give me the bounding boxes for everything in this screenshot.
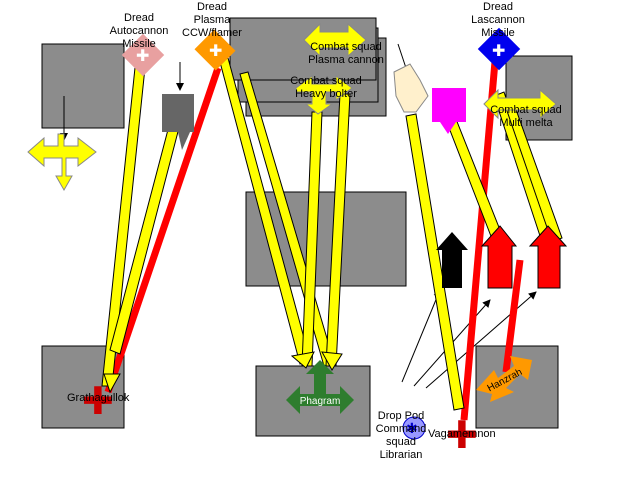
dread-grey-pointer [178, 132, 190, 150]
magenta-unit-pointer [440, 122, 456, 134]
yellow-fire-lines [101, 57, 563, 411]
grathagullok-icon: ✚ [82, 379, 114, 423]
yellow-unit-top-left [27, 133, 97, 192]
tank-red-arrow-2 [528, 225, 568, 289]
vagamemnon-icon: ✚ [446, 413, 478, 457]
yellow-unit-plasma-cannon [303, 22, 367, 58]
yellow-fire-magenta-to-tank [445, 113, 505, 245]
move-line-bottom-right-3 [425, 291, 537, 389]
hanzrah-unit-icon [476, 356, 532, 402]
label-phagram: Phagram [299, 396, 341, 407]
label-vagamemnon: Vagamemnon [428, 428, 496, 440]
marine-pointer-marker [393, 63, 429, 113]
yellow-arrowhead-phagram-1 [290, 351, 315, 369]
yellow-fire-plasma-cannon-to-phagram [325, 93, 351, 367]
move-line-bottom-right-1 [401, 289, 442, 383]
yellow-arrowhead-grathagullok [103, 373, 121, 394]
drop-pod-icon [402, 416, 426, 440]
yellow-unit-heavy-bolter [295, 75, 353, 115]
label-dread-plasma: Dread Plasma CCW/flamer [182, 1, 242, 39]
label-combat-squad-melta: Combat squad Multi melta [490, 104, 562, 129]
label-combat-squad-bolter: Combat squad Heavy bolter [290, 75, 362, 100]
red-fire-plasma-to-grathagullok [104, 66, 222, 394]
label-drop-pod: Drop Pod Command squad Librarian [375, 410, 427, 461]
tank-red-arrow-1 [480, 225, 518, 289]
dread-cross-plasma: ✚ [209, 41, 222, 60]
label-combat-squad-plasma: Combat squad Plasma cannon [308, 41, 384, 66]
tank-black-arrow [436, 232, 468, 288]
yellow-arrowhead-phagram-2 [321, 351, 343, 371]
dread-grey-marker [162, 94, 194, 132]
red-fire-lascannon-to-vagamemnon [460, 49, 500, 421]
dread-lascannon-marker [477, 27, 521, 71]
magenta-unit-marker [432, 88, 466, 122]
red-fire-hanzrah-to-tank [502, 259, 524, 373]
dread-cross-lascannon: ✚ [492, 41, 505, 60]
terrain-block-top-left [41, 43, 125, 129]
yellow-fire-marine-to-vagamemnon [405, 113, 465, 411]
dread-autocannon-marker [121, 33, 165, 77]
phagram-unit-icon [286, 360, 354, 414]
label-grathagullok: Grathagullok [67, 392, 130, 404]
dread-cross-autocannon: ✚ [136, 46, 149, 65]
dread-plasma-marker [194, 29, 236, 71]
label-dread-autocannon: Dread Autocannon Missile [109, 12, 169, 50]
yellow-unit-multi-melta [483, 88, 557, 120]
label-dread-lascannon: Dread Lascannon Missile [471, 1, 525, 39]
drop-pod-star-icon: ✱ [406, 421, 418, 437]
